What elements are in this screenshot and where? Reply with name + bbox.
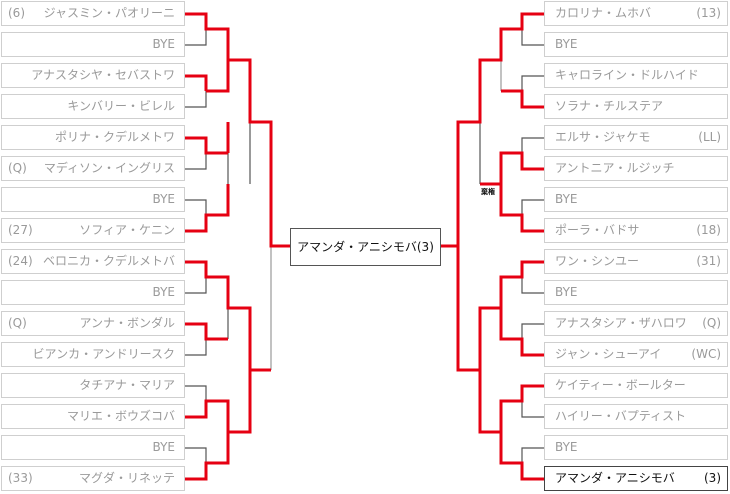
player-name: ケイティー・ボールター: [555, 378, 686, 392]
right-player-3: キャロライン・ドルハイド: [544, 63, 728, 88]
left-player-1: (6) ジャスミン・パオリーニ: [1, 1, 185, 26]
seed: (6): [8, 6, 25, 20]
right-player-1: カロリナ・ムホバ (13): [544, 1, 728, 26]
seed: (Q): [8, 161, 27, 175]
champion-name: アマンダ・アニシモバ: [297, 240, 417, 254]
right-player-11: アナスタシア・ザハロワ (Q): [544, 311, 728, 336]
left-player-6: (Q) マディソン・イングリス: [1, 156, 185, 181]
player-name: ジャン・シューアイ: [555, 347, 662, 361]
player-name: BYE: [555, 192, 578, 206]
right-player-13: ケイティー・ボールター: [544, 373, 728, 398]
player-name: ワン・シンユー: [555, 254, 640, 268]
player-name: BYE: [152, 192, 176, 206]
player-name: ハイリー・バプティスト: [555, 409, 687, 423]
retirement-note: 棄権: [481, 188, 495, 196]
seed: (31): [696, 254, 721, 268]
seed: (LL): [698, 130, 721, 144]
player-name: BYE: [555, 37, 578, 51]
seed: (3): [704, 471, 721, 485]
player-name: ジャスミン・パオリーニ: [43, 6, 175, 20]
player-name: マグダ・リネッテ: [78, 471, 175, 485]
right-player-6: アントニア・ルジッチ: [544, 156, 728, 181]
left-player-2: BYE: [1, 32, 185, 57]
right-player-5: エルサ・ジャケモ (LL): [544, 125, 728, 150]
right-player-10: BYE: [544, 280, 728, 305]
seed: (18): [696, 223, 721, 237]
seed: (WC): [691, 347, 721, 361]
seed: (27): [8, 223, 33, 237]
player-name: ソラナ・チルステア: [555, 99, 664, 113]
player-name: アントニア・ルジッチ: [555, 161, 675, 175]
player-name: カロリナ・ムホバ: [555, 6, 652, 20]
right-player-14: ハイリー・バプティスト: [544, 404, 728, 429]
left-player-9: (24) ベロニカ・クデルメトバ: [1, 249, 185, 274]
player-name: マリエ・ボウズコバ: [66, 409, 175, 423]
right-player-4: ソラナ・チルステア: [544, 94, 728, 119]
player-name: アナスタシア・ザハロワ: [555, 316, 687, 330]
player-name: ポリナ・クデルメトワ: [54, 130, 175, 144]
player-name: アンナ・ボンダル: [79, 316, 175, 330]
player-name: タチアナ・マリア: [79, 378, 175, 392]
player-name: BYE: [555, 285, 578, 299]
left-player-15: BYE: [1, 435, 185, 460]
right-player-2: BYE: [544, 32, 728, 57]
left-player-8: (27) ソフィア・ケニン: [1, 218, 185, 243]
seed: (33): [8, 471, 33, 485]
right-player-12: ジャン・シューアイ (WC): [544, 342, 728, 367]
right-player-16-champion: アマンダ・アニシモバ (3): [544, 466, 728, 491]
right-player-7: BYE: [544, 187, 728, 212]
player-name: BYE: [152, 285, 176, 299]
champion-box: アマンダ・アニシモバ(3): [290, 228, 441, 266]
left-player-4: キンバリー・ビレル: [1, 94, 185, 119]
right-player-15: BYE: [544, 435, 728, 460]
player-name: ソフィア・ケニン: [79, 223, 175, 237]
player-name: BYE: [555, 440, 578, 454]
left-player-10: BYE: [1, 280, 185, 305]
seed: (Q): [702, 316, 721, 330]
seed: (Q): [8, 316, 27, 330]
seed: (24): [8, 254, 33, 268]
left-player-7: BYE: [1, 187, 185, 212]
left-player-16: (33) マグダ・リネッテ: [1, 466, 185, 491]
player-name: BYE: [152, 440, 176, 454]
player-name: キンバリー・ビレル: [67, 99, 175, 113]
player-name: アナスタシヤ・セバストワ: [31, 68, 175, 82]
seed: (13): [696, 6, 721, 20]
left-player-5: ポリナ・クデルメトワ: [1, 125, 185, 150]
right-player-8: ポーラ・バドサ (18): [544, 218, 728, 243]
player-name: ポーラ・バドサ: [555, 223, 640, 237]
player-name: ビアンカ・アンドリースク: [32, 347, 175, 361]
player-name: アマンダ・アニシモバ: [555, 471, 675, 485]
left-player-3: アナスタシヤ・セバストワ: [1, 63, 185, 88]
right-player-9: ワン・シンユー (31): [544, 249, 728, 274]
player-name: エルサ・ジャケモ: [555, 130, 651, 144]
left-player-13: タチアナ・マリア: [1, 373, 185, 398]
player-name: キャロライン・ドルハイド: [555, 68, 699, 82]
left-player-11: (Q) アンナ・ボンダル: [1, 311, 185, 336]
left-player-12: ビアンカ・アンドリースク: [1, 342, 185, 367]
player-name: BYE: [152, 37, 176, 51]
player-name: マディソン・イングリス: [43, 161, 175, 175]
player-name: ベロニカ・クデルメトバ: [42, 254, 175, 268]
left-player-14: マリエ・ボウズコバ: [1, 404, 185, 429]
champion-seed: (3): [416, 240, 434, 254]
